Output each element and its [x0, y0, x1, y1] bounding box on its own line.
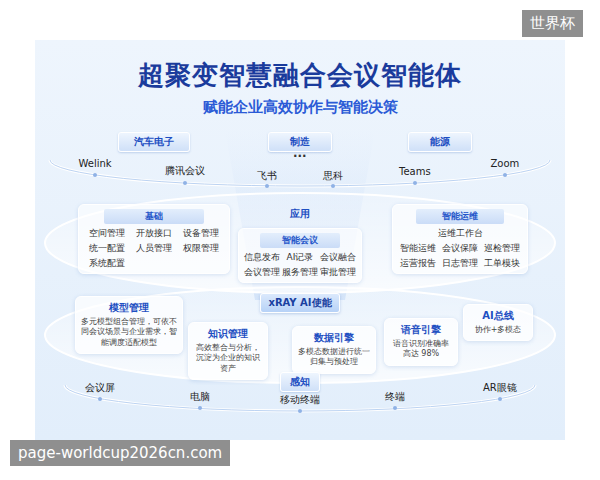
diagram-title: 超聚变智慧融合会议智能体 [0, 58, 600, 93]
node-body: 协作+多模态 [469, 325, 527, 335]
function-item: 信息发布 [243, 251, 281, 264]
function-item: 日志管理 [439, 257, 481, 270]
platform-label: 飞书 [257, 169, 277, 183]
watermark: 世界杯 [522, 10, 583, 37]
function-item: 会议保障 [439, 242, 481, 255]
node-heading: 工单模块 [481, 257, 523, 270]
node-heading: 运营报告 [397, 257, 439, 270]
capability-card: AI总线协作+多模态 [463, 304, 533, 341]
node-heading: 日志管理 [439, 257, 481, 270]
node-body: 语音识别准确率高达 98% [390, 339, 452, 360]
node-heading: 模型管理 [81, 301, 177, 315]
category-tab: 能源 [408, 132, 472, 152]
node-heading: 会议管理 [243, 266, 281, 279]
function-item: 系统配置 [83, 257, 130, 270]
platform-label: 思科 [323, 169, 343, 183]
node-heading: 运维工作台 [397, 227, 523, 240]
function-item: 会议融合 [319, 251, 357, 264]
platform-label: Zoom [491, 158, 520, 169]
node-heading: 信息发布 [243, 251, 281, 264]
node-heading: 感知 [285, 375, 315, 389]
category-tab: 汽车电子 [118, 132, 190, 152]
capability-card: 语音引擎语音识别准确率高达 98% [384, 318, 458, 366]
node-heading: 语音引擎 [390, 323, 452, 337]
node-heading: 服务管理 [281, 266, 319, 279]
node-heading: 开放接口 [130, 227, 177, 240]
node-body: 多元模型组合管理，可依不同会议场景与企业需求，智能调度适配模型 [81, 317, 177, 348]
platform-label: Teams [399, 166, 431, 177]
function-item: 运维工作台 [397, 227, 523, 240]
node-heading: 基础 [104, 209, 203, 224]
ai-disc [45, 287, 555, 383]
function-item: 服务管理 [281, 266, 319, 279]
capability-card: 模型管理多元模型组合管理，可依不同会议场景与企业需求，智能调度适配模型 [75, 296, 183, 354]
node-heading: 汽车电子 [123, 135, 185, 149]
node-heading: 空间管理 [83, 227, 130, 240]
module-panel: 基础空间管理开放接口设备管理统一配置人员管理权限管理系统配置 [78, 204, 230, 274]
watermark: page-worldcup2026cn.com [10, 440, 230, 466]
node-heading: 知识管理 [194, 327, 262, 341]
category-tab: 感知 [280, 372, 320, 392]
node-heading: 会议保障 [439, 242, 481, 255]
node-heading: xRAY AI使能 [265, 296, 335, 310]
function-item: AI记录 [281, 251, 319, 264]
node-heading: 系统配置 [83, 257, 130, 270]
platform-label: 移动终端 [280, 393, 320, 407]
node-heading: 审批管理 [319, 266, 357, 279]
node-heading: 智能运维 [397, 242, 439, 255]
function-item: 人员管理 [130, 242, 177, 255]
function-item: 空间管理 [83, 227, 130, 240]
node-heading: 设备管理 [178, 227, 225, 240]
module-panel: 智能运维运维工作台智能运维会议保障巡检管理运营报告日志管理工单模块 [392, 204, 528, 274]
platform-label: 腾讯会议 [165, 164, 205, 178]
node-heading: 能源 [413, 135, 467, 149]
node-heading: 统一配置 [83, 242, 130, 255]
module-panel: 智能会议信息发布AI记录会议融合会议管理服务管理审批管理 [238, 228, 362, 283]
node-heading: 巡检管理 [481, 242, 523, 255]
platform-ring [50, 160, 550, 186]
subtitle: 赋能企业高效协作与智能决策 [203, 98, 398, 117]
platform-label: 电脑 [190, 390, 210, 404]
platform-label: 终端 [385, 390, 405, 404]
node-heading: AI记录 [281, 251, 319, 264]
function-item: 设备管理 [178, 227, 225, 240]
platform-ring-line [50, 160, 550, 186]
function-item: 巡检管理 [481, 242, 523, 255]
node-heading: 智能会议 [260, 233, 340, 248]
node-heading: 人员管理 [130, 242, 177, 255]
function-item: 智能运维 [397, 242, 439, 255]
application-disc [45, 193, 555, 293]
node-body: 多模态数据进行统一归集与预处理 [298, 347, 370, 368]
ellipsis-mark: ... [293, 146, 307, 160]
function-item: 统一配置 [83, 242, 130, 255]
function-item: 运营报告 [397, 257, 439, 270]
node-heading: AI总线 [469, 309, 527, 323]
function-item: 权限管理 [178, 242, 225, 255]
layer-banner: xRAY AI使能 [260, 293, 340, 313]
function-item: 审批管理 [319, 266, 357, 279]
ring-dots [93, 173, 507, 413]
background-panel [35, 40, 565, 440]
node-heading: 数据引擎 [298, 331, 370, 345]
capability-card: 知识管理高效整合与分析，沉淀为企业的知识资产 [188, 322, 268, 380]
capability-card: 数据引擎多模态数据进行统一归集与预处理 [292, 326, 376, 374]
function-item: 会议管理 [243, 266, 281, 279]
platform-label: Welink [79, 158, 112, 169]
node-heading: 会议融合 [319, 251, 357, 264]
function-item: 开放接口 [130, 227, 177, 240]
platform-label: 会议屏 [85, 381, 115, 395]
layer-label: 应用 [290, 207, 310, 221]
platform-label: AR眼镜 [483, 381, 517, 395]
function-item: 工单模块 [481, 257, 523, 270]
node-heading: 权限管理 [178, 242, 225, 255]
node-heading: 智能运维 [416, 209, 504, 224]
node-body: 高效整合与分析，沉淀为企业的知识资产 [194, 343, 262, 374]
